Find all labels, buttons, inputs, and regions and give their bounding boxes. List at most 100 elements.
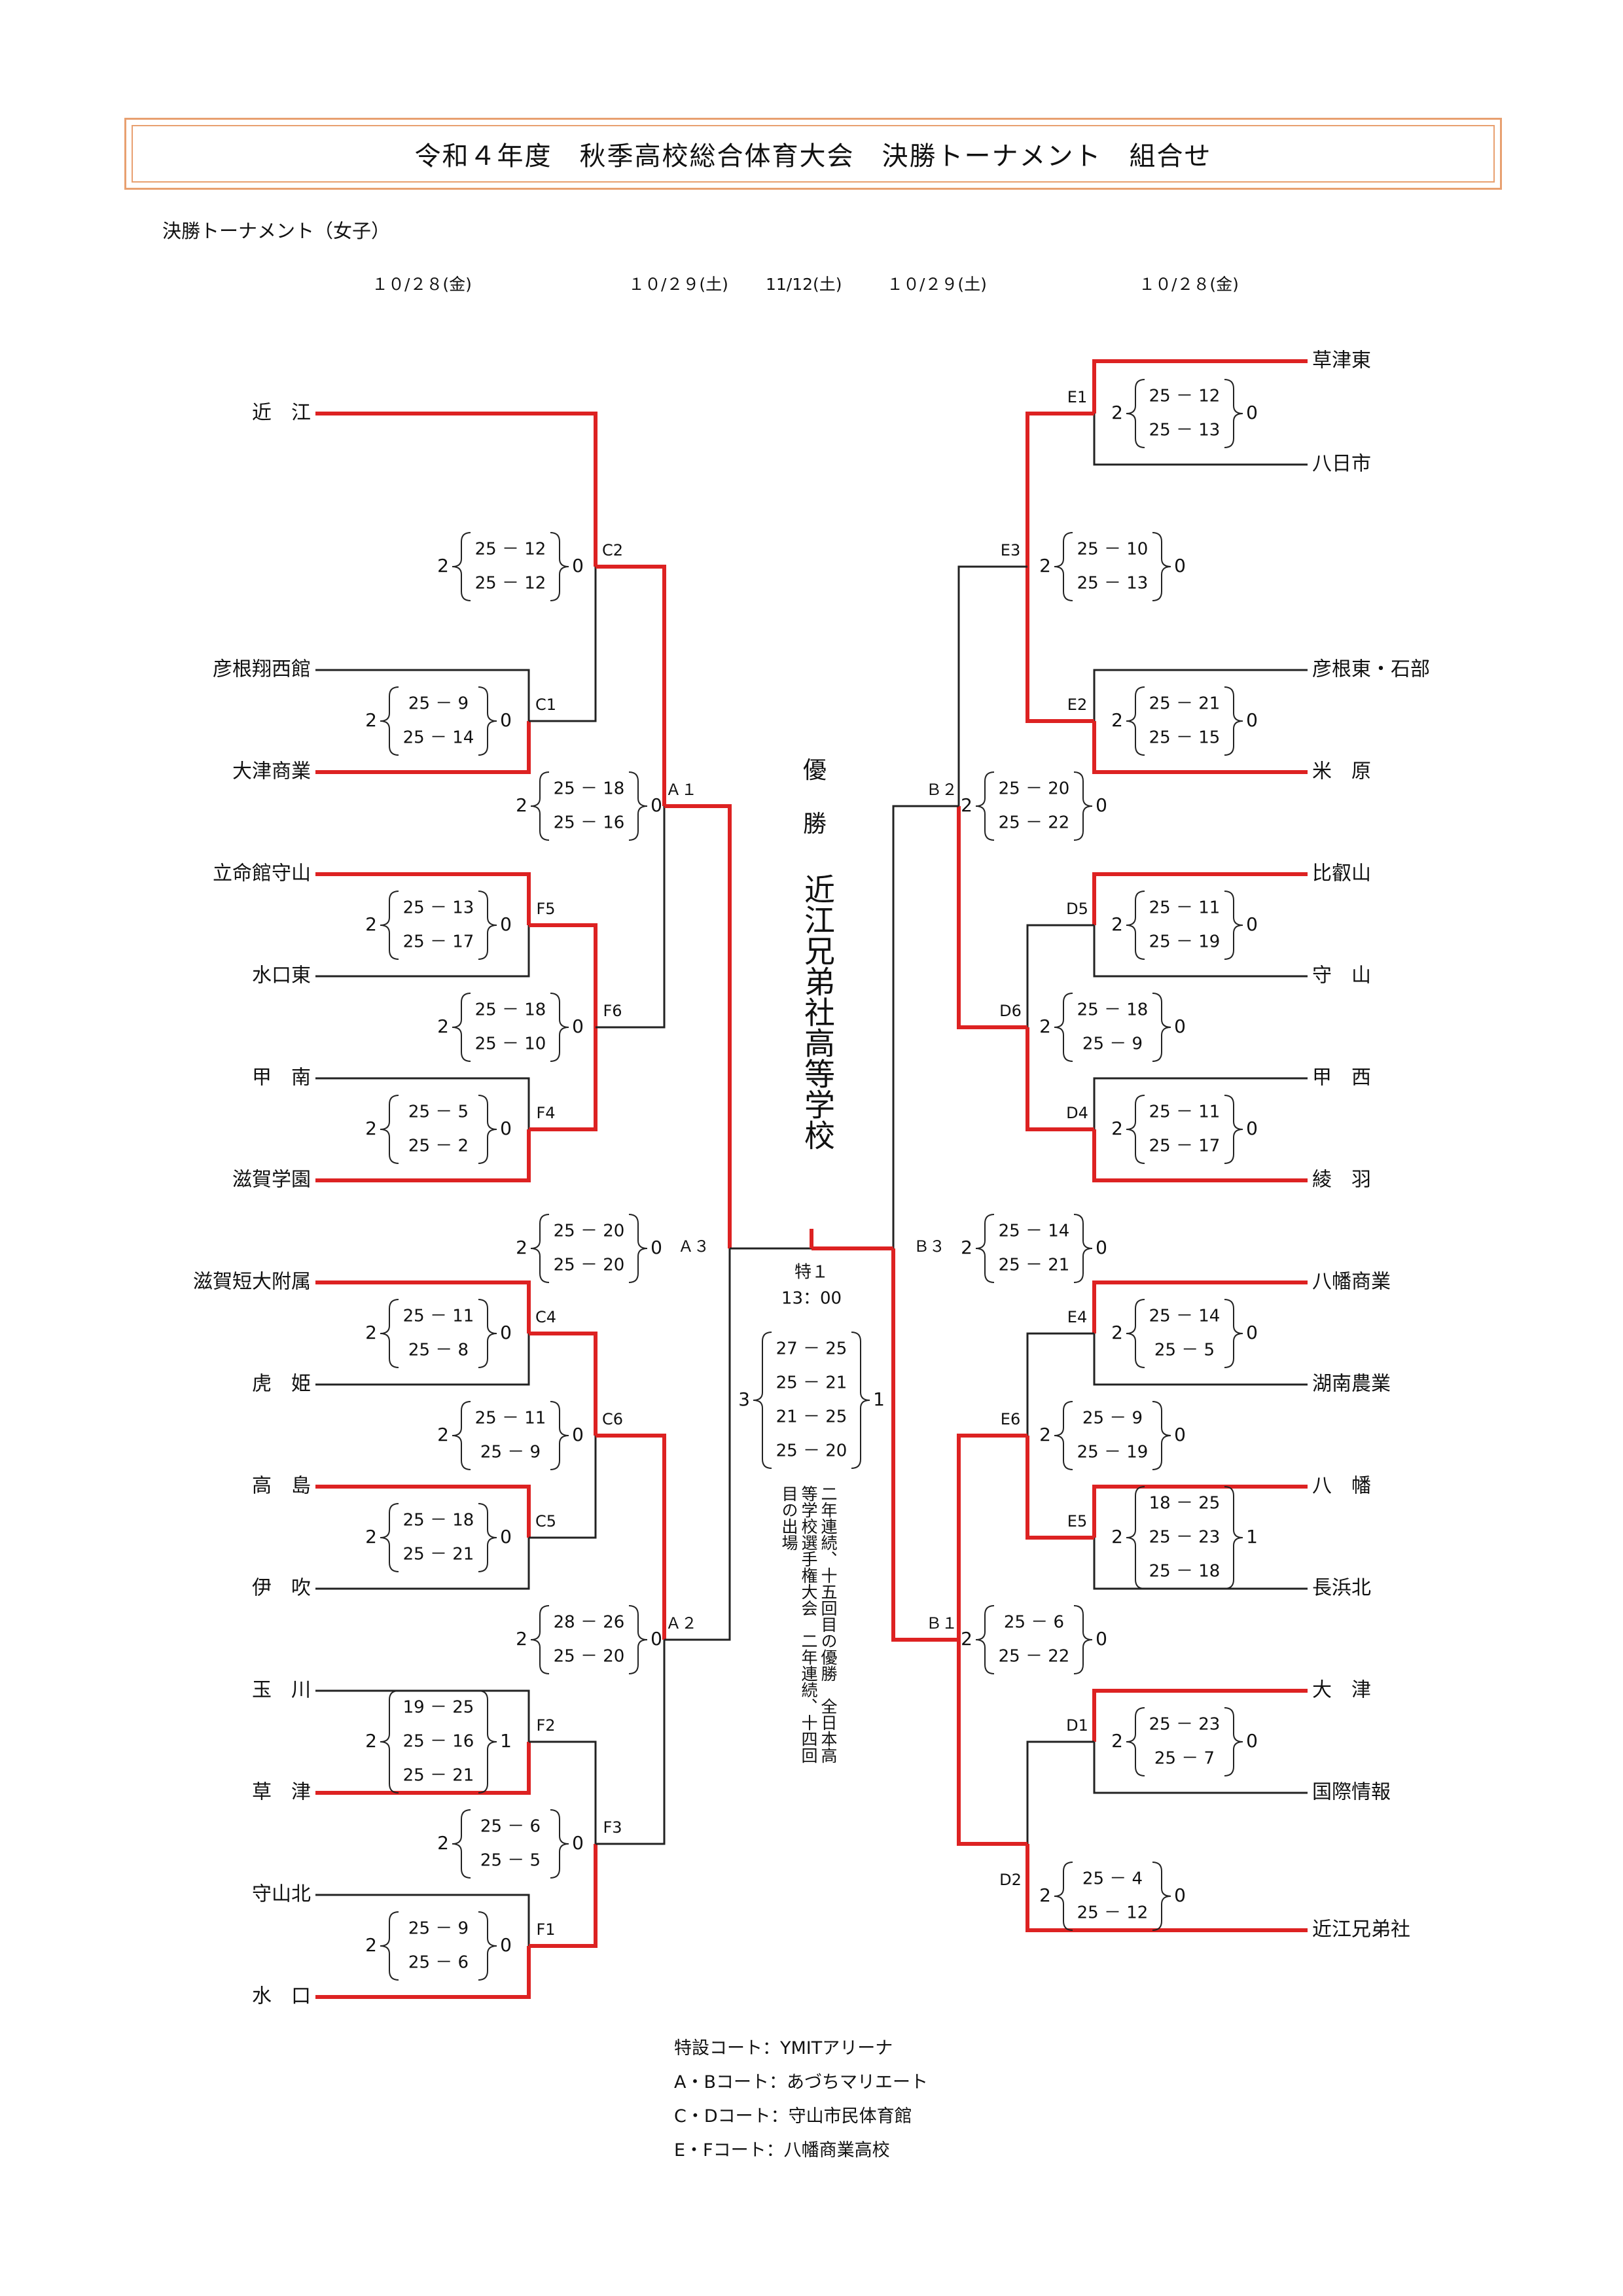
match-sets-won: 0	[1246, 1322, 1258, 1343]
match-sets-won: 2	[516, 794, 527, 816]
score-brace	[550, 1809, 569, 1879]
set-score: 25 － 21	[999, 1256, 1070, 1275]
score-brace	[380, 1911, 399, 1981]
match-sets-won: 0	[500, 1118, 512, 1139]
match-sets-won: 0	[500, 709, 512, 731]
champion-label-2: 勝	[802, 811, 827, 838]
winner-line	[664, 804, 732, 1248]
set-score: 25 － 2	[408, 1137, 469, 1156]
match-code: F4	[536, 1104, 555, 1122]
match-sets-won: 0	[1096, 1237, 1107, 1258]
match-sets-won: 2	[1111, 1526, 1123, 1547]
score-brace	[380, 686, 399, 756]
match-code: C2	[602, 541, 623, 559]
score-brace	[975, 1605, 995, 1674]
score-brace	[628, 1605, 648, 1674]
champion-label-1: 優	[802, 757, 827, 784]
match-sets-won: 2	[1111, 402, 1123, 423]
match-sets-won: 3	[738, 1388, 750, 1410]
set-score: 25 － 5	[480, 1851, 541, 1871]
match-sets-won: 2	[365, 709, 377, 731]
set-score: 25 － 6	[480, 1817, 541, 1837]
set-score: 21 － 25	[776, 1407, 847, 1427]
winner-line	[315, 1485, 531, 1538]
score-brace	[478, 1911, 497, 1981]
loser-line	[957, 565, 1027, 806]
court-item: 特設コート：YMITアリーナ	[674, 2038, 893, 2058]
match-sets-won: 2	[365, 1934, 377, 1956]
date-final: 11/12(土)	[766, 275, 842, 294]
set-score: 25 － 23	[1149, 1528, 1221, 1547]
score-brace	[530, 771, 550, 841]
score-brace	[1126, 1707, 1145, 1776]
loser-line	[315, 1689, 530, 1742]
winner-line	[1092, 872, 1308, 925]
loser-line	[315, 1894, 530, 1946]
winner-line	[1092, 1689, 1308, 1742]
loser-line	[315, 1538, 530, 1590]
set-score: 25 － 23	[1149, 1715, 1221, 1735]
match-code: D2	[999, 1871, 1022, 1889]
score-brace	[452, 993, 471, 1062]
set-score: 25 － 11	[403, 1307, 474, 1326]
loser-line	[596, 806, 666, 1029]
score-brace	[1054, 532, 1073, 601]
match-sets-won: 2	[516, 1237, 527, 1258]
set-score: 25 － 13	[1077, 574, 1149, 593]
date-right-round2: １０/２９(土)	[887, 275, 987, 294]
match-code: D5	[1066, 900, 1088, 918]
winner-line	[529, 1027, 597, 1131]
team-left: 近 江	[252, 402, 311, 425]
score-brace	[1224, 1707, 1243, 1776]
score-brace	[380, 891, 399, 960]
match-sets-won: 0	[500, 913, 512, 935]
set-score: 25 － 14	[403, 728, 474, 748]
loser-line	[315, 1333, 530, 1386]
team-right: 草津東	[1312, 349, 1371, 372]
set-score: 25 － 20	[776, 1441, 847, 1461]
score-brace	[380, 1095, 399, 1164]
score-brace	[478, 1503, 497, 1572]
set-score: 25 － 19	[1149, 932, 1221, 952]
loser-line	[1093, 669, 1308, 721]
score-brace	[452, 532, 471, 601]
team-right: 国際情報	[1312, 1781, 1391, 1804]
score-brace	[1152, 1401, 1171, 1470]
match-code: D6	[999, 1002, 1022, 1020]
match-code: E5	[1067, 1512, 1087, 1530]
score-brace	[1224, 1486, 1243, 1589]
winner-line	[1026, 1027, 1094, 1131]
loser-line	[1026, 1332, 1094, 1436]
match-sets-won: 2	[365, 1322, 377, 1343]
team-right: 近江兄弟社	[1312, 1918, 1410, 1941]
set-score: 25 － 9	[408, 1919, 469, 1939]
court-item: A・Bコート：あづちマリエート	[674, 2072, 928, 2093]
score-brace	[1073, 1214, 1093, 1283]
match-sets-won: 0	[651, 1628, 662, 1650]
final-match-time: 13：00	[781, 1289, 842, 1309]
set-score: 25 － 21	[403, 1766, 474, 1786]
set-score: 25 － 17	[403, 932, 474, 952]
set-score: 25 － 8	[408, 1341, 469, 1360]
score-brace	[380, 1503, 399, 1572]
set-score: 25 － 9	[1082, 1034, 1143, 1054]
loser-line	[1093, 1077, 1308, 1129]
set-score: 25 － 20	[554, 1647, 625, 1667]
team-right: 八 幡	[1312, 1475, 1371, 1498]
score-brace	[550, 532, 569, 601]
team-left: 水口東	[252, 964, 311, 987]
team-right: 長浜北	[1312, 1577, 1371, 1600]
match-code: F2	[536, 1716, 555, 1735]
winner-line	[315, 1946, 531, 1999]
winner-line	[315, 1280, 531, 1333]
match-sets-won: 2	[365, 913, 377, 935]
score-brace	[1126, 686, 1145, 756]
team-right: 守 山	[1312, 964, 1371, 987]
set-score: 25 － 12	[1077, 1903, 1149, 1923]
winner-line	[315, 412, 597, 567]
team-right: 湖南農業	[1312, 1373, 1391, 1396]
score-brace	[1224, 1095, 1243, 1164]
team-right: 綾 羽	[1312, 1169, 1371, 1192]
score-brace	[1054, 1862, 1073, 1931]
